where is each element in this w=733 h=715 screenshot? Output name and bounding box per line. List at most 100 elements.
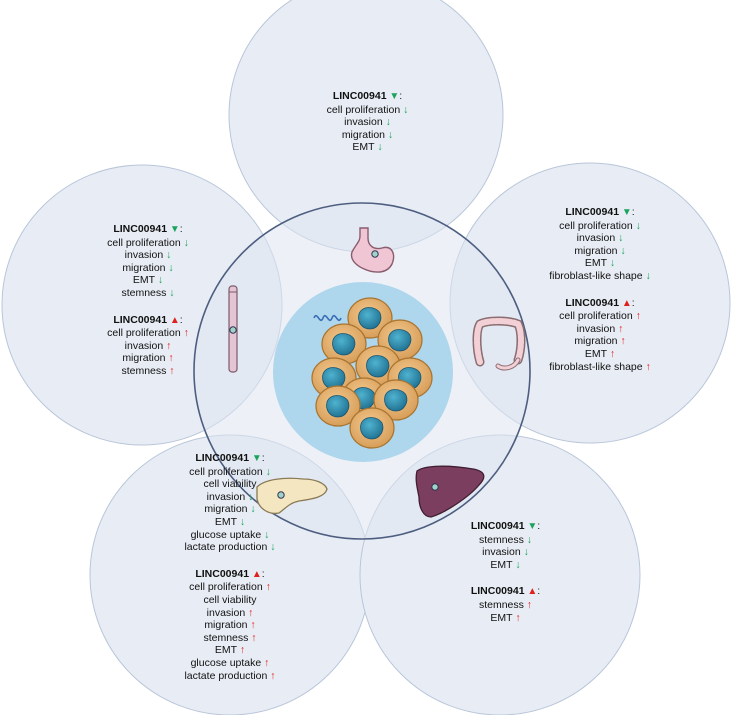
effect-item: lactate production ↓ xyxy=(160,541,300,554)
effect-item: migration ↓ xyxy=(160,503,300,516)
effect-item: lactate production ↑ xyxy=(160,670,300,683)
effect-item: migration ↓ xyxy=(78,262,218,275)
effect-item: invasion ↓ xyxy=(300,116,435,129)
liver-icon xyxy=(415,465,485,518)
effect-label: invasion xyxy=(124,339,164,352)
up-arrow-icon: ↑ xyxy=(248,631,257,644)
effect-label: glucose uptake xyxy=(190,528,262,541)
effect-label: migration xyxy=(122,261,166,274)
effect-label: EMT xyxy=(490,611,513,624)
up-arrow-icon: ↑ xyxy=(163,339,172,352)
effect-label: stemness xyxy=(121,286,167,299)
down-triangle-icon: ▼ xyxy=(386,91,400,102)
down-arrow-icon: ↓ xyxy=(245,490,254,503)
gene-name: LINC00941 xyxy=(565,296,620,309)
effect-item: cell proliferation ↑ xyxy=(530,310,670,323)
effect-item: invasion ↓ xyxy=(530,232,670,245)
gene-name: LINC00941 xyxy=(470,520,525,532)
effect-item: invasion ↑ xyxy=(160,607,300,620)
effect-label: migration xyxy=(204,503,248,516)
down-arrow-icon: ↓ xyxy=(180,236,189,249)
up-arrow-icon: ↑ xyxy=(523,598,533,611)
effect-item: stemness ↑ xyxy=(438,599,573,612)
effect-item: glucose uptake ↓ xyxy=(160,529,300,542)
effect-item: EMT ↓ xyxy=(78,274,218,287)
panel-pancreas: LINC00941 ▼:cell proliferation ↓cell via… xyxy=(160,452,300,682)
effect-item: cell viability xyxy=(160,594,300,607)
down-triangle-icon: ▼ xyxy=(249,453,262,464)
effect-item: stemness ↑ xyxy=(78,365,218,378)
gene-heading: LINC00941 ▲: xyxy=(195,567,265,580)
effect-item: glucose uptake ↑ xyxy=(160,657,300,670)
effect-label: EMT xyxy=(584,347,607,360)
up-arrow-icon: ↑ xyxy=(615,322,624,335)
down-arrow-icon: ↓ xyxy=(523,533,533,546)
up-arrow-icon: ↑ xyxy=(642,360,651,373)
up-arrow-icon: ↑ xyxy=(617,335,626,348)
down-arrow-icon: ↓ xyxy=(374,141,383,154)
effect-label: migration xyxy=(122,352,166,365)
effect-label: lactate production xyxy=(184,541,268,554)
rna-strand-icon xyxy=(313,314,342,322)
effect-item: cell proliferation ↓ xyxy=(530,220,670,233)
stomach-icon xyxy=(350,227,395,273)
panel-esophagus: LINC00941 ▼:cell proliferation ↓ invasion… xyxy=(78,223,218,378)
down-arrow-icon: ↓ xyxy=(163,249,172,262)
gene-heading: LINC00941 ▲: xyxy=(113,313,183,326)
down-arrow-icon: ↓ xyxy=(166,286,175,299)
gene-name: LINC00941 xyxy=(113,223,168,235)
effect-label: invasion xyxy=(482,546,521,559)
down-arrow-icon: ↓ xyxy=(262,465,271,478)
down-triangle-icon: ▼ xyxy=(524,521,538,532)
effect-item: migration ↓ xyxy=(300,129,435,142)
gene-name: LINC00941 xyxy=(113,313,168,326)
effect-label: EMT xyxy=(132,274,155,287)
down-triangle-icon: ▼ xyxy=(167,224,180,235)
up-triangle-icon: ▲ xyxy=(524,586,538,598)
down-arrow-icon: ↓ xyxy=(236,515,246,528)
effect-label: cell proliferation xyxy=(189,581,263,594)
effect-item: EMT ↓ xyxy=(438,559,573,572)
down-triangle-icon: ▼ xyxy=(619,207,632,218)
down-arrow-icon: ↓ xyxy=(520,546,529,559)
down-arrow-icon: ↓ xyxy=(615,232,624,245)
effect-label: stemness xyxy=(478,533,524,546)
effect-label: invasion xyxy=(576,322,616,335)
effect-item: migration ↑ xyxy=(160,619,300,632)
down-arrow-icon: ↓ xyxy=(165,261,174,274)
down-arrow-icon: ↓ xyxy=(247,503,256,516)
tumor-cell xyxy=(373,379,419,421)
effect-label: fibroblast-like shape xyxy=(549,360,643,373)
up-arrow-icon: ↑ xyxy=(606,347,616,360)
panel-colon: LINC00941 ▼:cell proliferation ↓invasion… xyxy=(530,206,670,373)
up-triangle-icon: ▲ xyxy=(167,314,180,326)
effect-item: EMT ↓ xyxy=(160,516,300,529)
down-arrow-icon: ↓ xyxy=(642,269,651,282)
gene-name: LINC00941 xyxy=(565,206,620,218)
down-arrow-icon: ↓ xyxy=(154,274,164,287)
effect-item: invasion ↑ xyxy=(530,323,670,336)
up-arrow-icon: ↑ xyxy=(236,644,246,657)
gene-heading: LINC00941 ▼: xyxy=(565,206,635,218)
effect-item: EMT ↑ xyxy=(530,348,670,361)
up-arrow-icon: ↑ xyxy=(247,619,256,632)
effect-item: EMT ↑ xyxy=(160,644,300,657)
effect-item: invasion ↓ xyxy=(438,546,573,559)
gene-heading: LINC00941 ▼: xyxy=(113,223,183,235)
gene-name: LINC00941 xyxy=(195,567,250,580)
down-arrow-icon: ↓ xyxy=(606,257,616,270)
effect-label: invasion xyxy=(206,490,246,503)
gene-name: LINC00941 xyxy=(470,585,525,598)
up-arrow-icon: ↑ xyxy=(245,606,254,619)
effect-label: lactate production xyxy=(184,669,268,682)
panel-liver: LINC00941 ▼:stemness ↓invasion ↓EMT ↓LIN… xyxy=(438,520,573,624)
effect-item: stemness ↓ xyxy=(438,534,573,547)
effect-label: cell proliferation xyxy=(107,236,181,249)
effect-label: cell proliferation xyxy=(189,465,263,478)
effect-label: migration xyxy=(574,244,618,257)
effect-item: migration ↓ xyxy=(530,245,670,258)
down-arrow-icon: ↓ xyxy=(617,244,626,257)
up-arrow-icon: ↑ xyxy=(261,656,270,669)
